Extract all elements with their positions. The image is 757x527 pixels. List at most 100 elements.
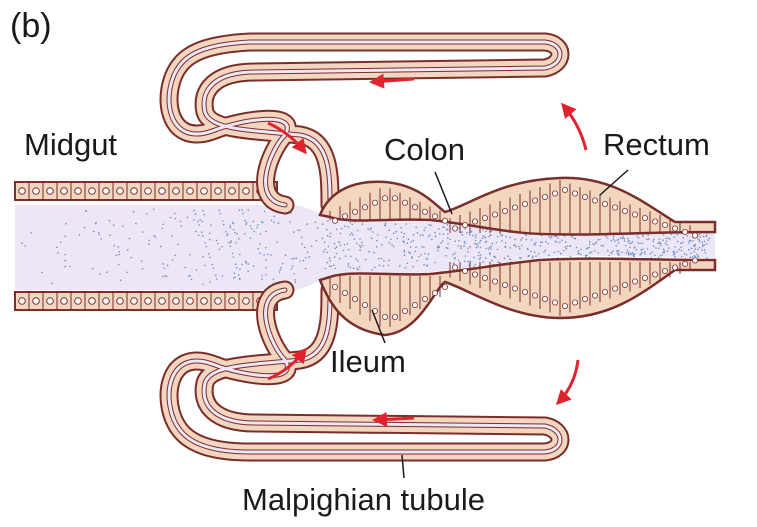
particle xyxy=(632,252,634,254)
particle xyxy=(118,251,120,253)
particle xyxy=(223,224,225,226)
nucleus xyxy=(632,279,637,284)
particle xyxy=(359,249,361,251)
particle xyxy=(133,211,135,213)
particle xyxy=(414,250,416,252)
particle xyxy=(609,255,611,257)
particle xyxy=(613,236,615,238)
particle xyxy=(187,217,189,219)
particle xyxy=(389,229,391,231)
nucleus xyxy=(187,298,194,305)
nucleus xyxy=(692,233,697,238)
particle xyxy=(543,251,545,253)
particle xyxy=(429,234,431,236)
particle xyxy=(701,249,703,251)
particle xyxy=(480,257,482,259)
nucleus xyxy=(542,296,547,301)
particle xyxy=(570,256,572,258)
particle xyxy=(428,224,430,226)
particle xyxy=(326,229,328,231)
particle xyxy=(41,272,43,274)
particle xyxy=(416,260,418,262)
particle xyxy=(407,263,409,265)
particle xyxy=(170,217,172,219)
nucleus xyxy=(47,188,54,195)
nucleus xyxy=(392,196,397,201)
midgut-label: Midgut xyxy=(24,127,117,162)
flow-arrow-icon xyxy=(375,418,414,420)
particle xyxy=(282,263,284,265)
particle xyxy=(702,246,704,248)
particle xyxy=(673,236,675,238)
particle xyxy=(220,213,222,215)
particle xyxy=(695,244,697,246)
nucleus xyxy=(117,188,124,195)
nucleus xyxy=(382,314,387,319)
particle xyxy=(446,247,448,249)
particle xyxy=(373,252,375,254)
particle xyxy=(467,251,469,253)
particle xyxy=(577,253,579,255)
particle xyxy=(535,242,537,244)
particle xyxy=(267,254,269,256)
particle xyxy=(120,279,122,281)
particle xyxy=(618,254,620,256)
nucleus xyxy=(432,214,437,219)
particle xyxy=(497,236,499,238)
particle xyxy=(434,232,436,234)
particle xyxy=(293,231,295,233)
particle xyxy=(304,247,306,249)
particle xyxy=(235,263,237,265)
particle xyxy=(458,240,460,242)
nucleus xyxy=(342,290,347,295)
particle xyxy=(684,253,686,255)
particle xyxy=(256,227,258,229)
particle xyxy=(231,240,233,242)
particle xyxy=(253,231,255,233)
particle xyxy=(180,221,182,223)
particle xyxy=(435,235,437,237)
nucleus xyxy=(532,198,537,203)
particle xyxy=(422,234,424,236)
nucleus xyxy=(602,289,607,294)
particle xyxy=(393,233,395,235)
particle xyxy=(518,246,520,248)
particle xyxy=(162,224,164,226)
particle xyxy=(208,253,210,255)
particle xyxy=(561,240,563,242)
particle xyxy=(216,278,218,280)
particle xyxy=(397,238,399,240)
particle xyxy=(280,267,282,269)
particle xyxy=(558,251,560,253)
particle xyxy=(228,242,230,244)
nucleus xyxy=(19,298,26,305)
particle xyxy=(633,256,635,258)
particle xyxy=(348,249,350,251)
particle xyxy=(549,236,551,238)
particle xyxy=(599,239,601,241)
particle xyxy=(100,238,102,240)
particle xyxy=(413,234,415,236)
particle xyxy=(644,253,646,255)
nucleus xyxy=(89,188,96,195)
nucleus xyxy=(432,290,437,295)
particle xyxy=(271,220,273,222)
particle xyxy=(405,267,407,269)
particle xyxy=(586,248,588,250)
particle xyxy=(391,244,393,246)
particle xyxy=(401,232,403,234)
particle xyxy=(365,259,367,261)
nucleus xyxy=(75,298,82,305)
particle xyxy=(334,256,336,258)
particle xyxy=(358,269,360,271)
particle xyxy=(174,213,176,215)
particle xyxy=(204,265,206,267)
particle xyxy=(465,255,467,257)
nucleus xyxy=(372,200,377,205)
particle xyxy=(264,211,266,213)
particle xyxy=(403,240,405,242)
particle xyxy=(428,253,430,255)
particle xyxy=(388,265,390,267)
nucleus xyxy=(642,215,647,220)
particle xyxy=(114,245,116,247)
